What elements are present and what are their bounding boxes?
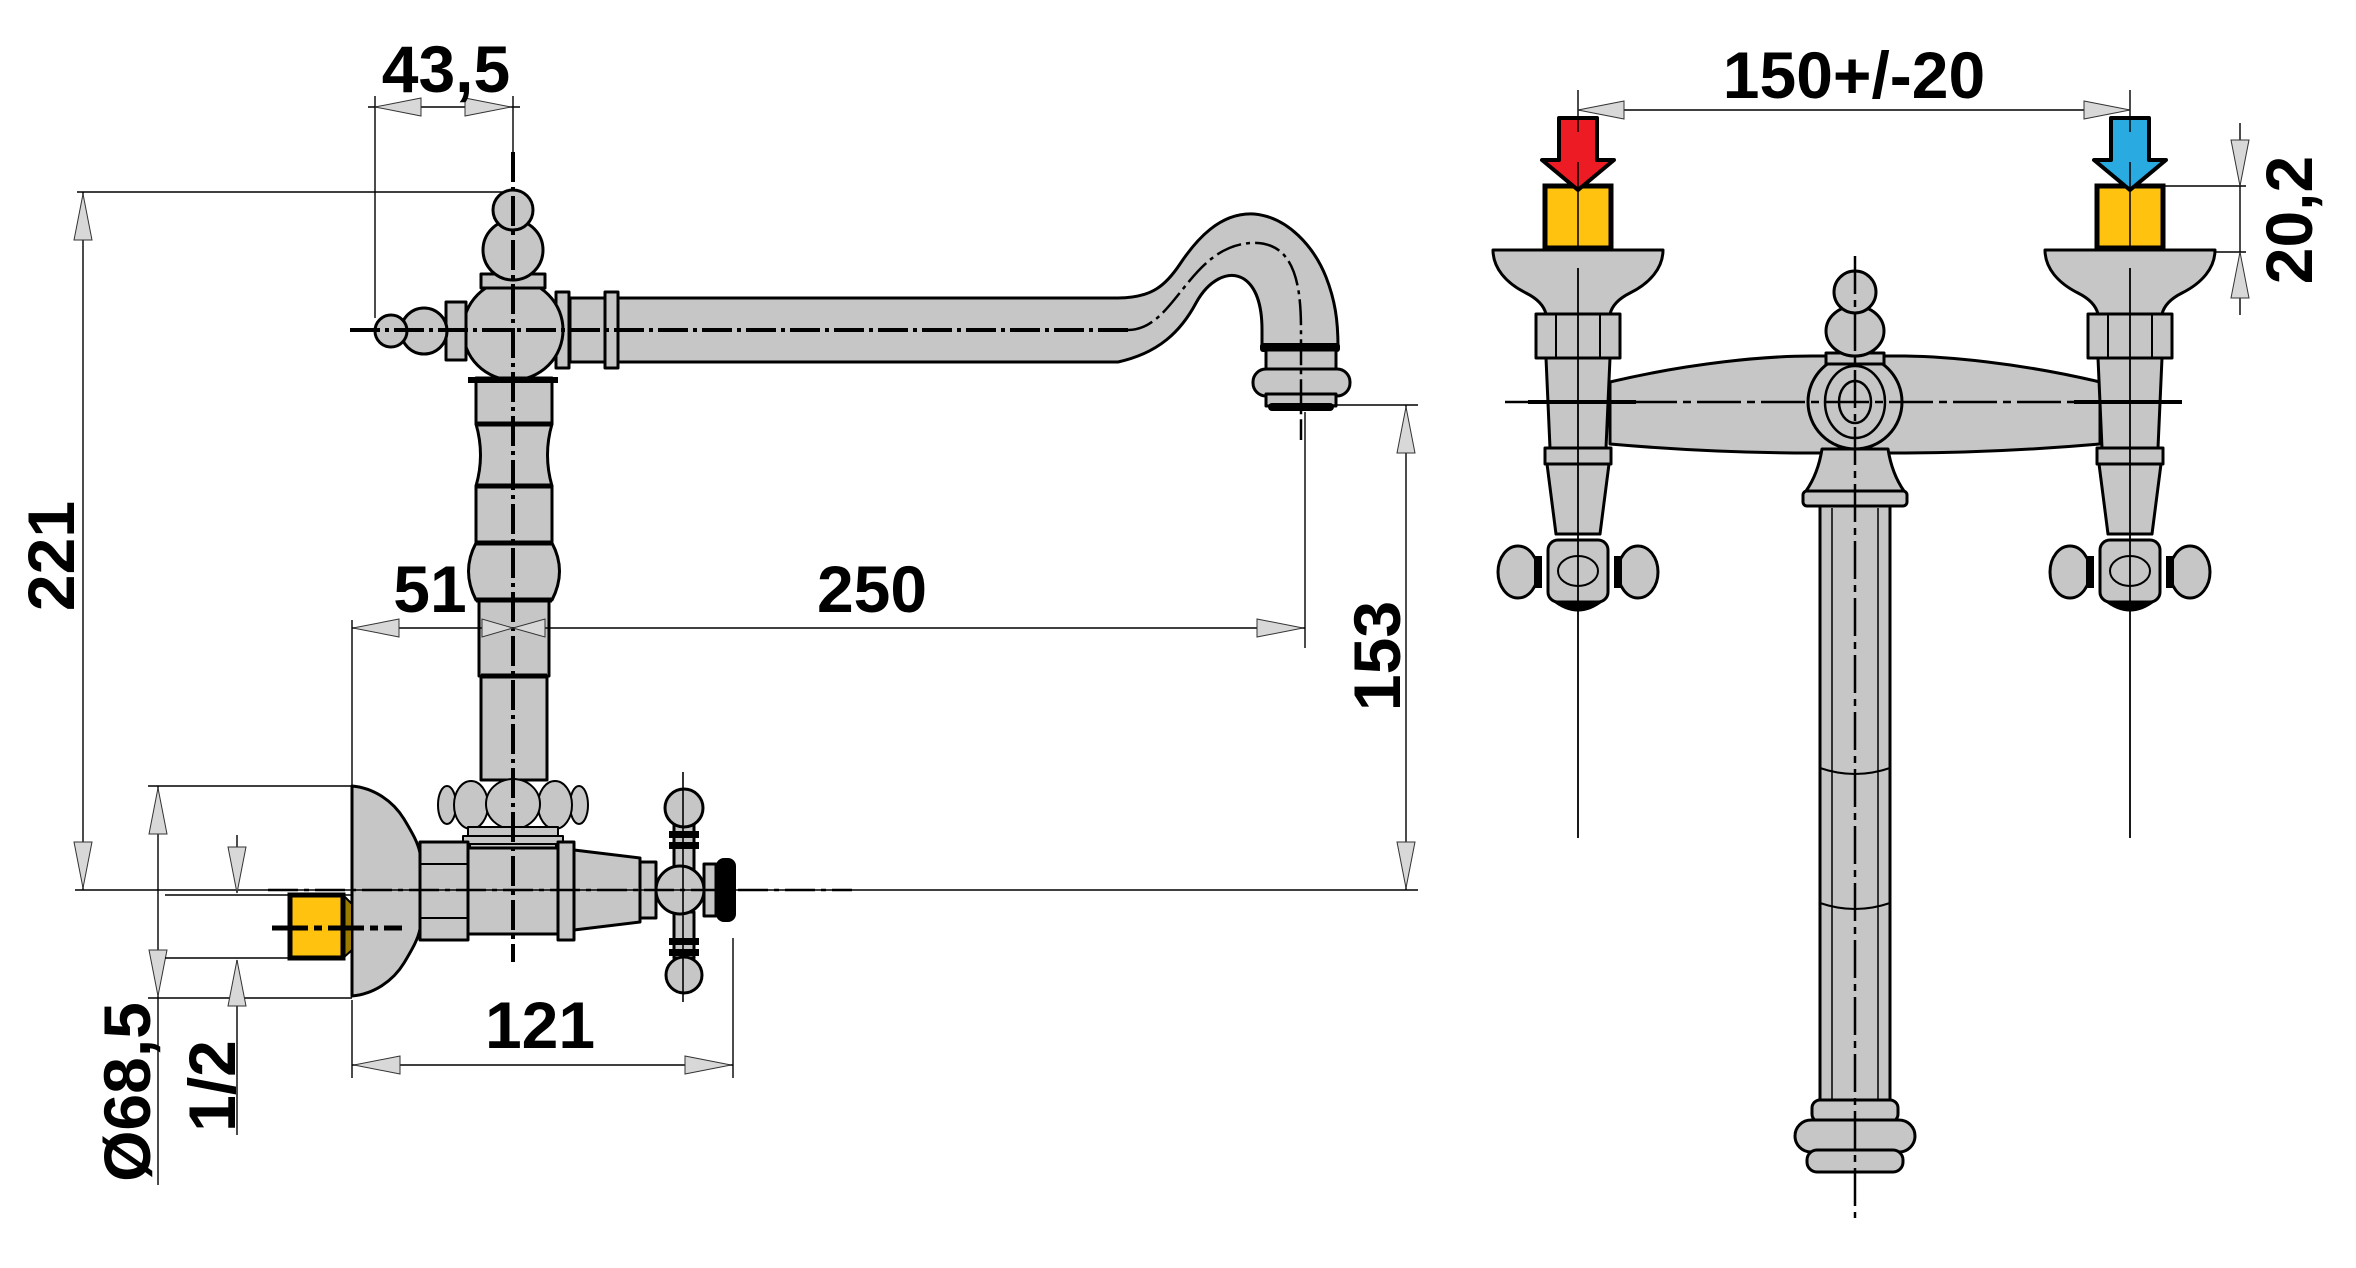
dim-label-inlet-spacing: 150+/-20: [1723, 38, 1985, 112]
dimensions-front: 150+/-20 20,2: [1577, 38, 2326, 315]
dim-label-spout-reach: 250: [817, 552, 927, 626]
dim-label-flange-diameter: Ø68,5: [90, 1002, 164, 1182]
dim-label-thread-size: 1/2: [175, 1040, 249, 1132]
spout-pipe: [568, 212, 1340, 364]
centerlines-front: [1505, 162, 2182, 1218]
hot-water-arrow-icon: [1540, 116, 1616, 192]
dim-label-center-offset: 51: [393, 552, 466, 626]
handle-ball-top: [663, 787, 705, 829]
dim-label-top-offset: 43,5: [382, 32, 510, 106]
cold-water-arrow-icon: [2092, 116, 2168, 192]
dim-top-offset: 43,5: [368, 32, 520, 318]
dim-thread-size: 1/2: [165, 835, 352, 1135]
handle-ball-bottom: [664, 955, 704, 995]
dim-spout-reach: 250: [511, 412, 1306, 648]
dim-label-spout-drop: 153: [1340, 601, 1414, 711]
dim-inlet-spacing: 150+/-20: [1577, 38, 2131, 132]
dim-overall-height: 221: [14, 191, 506, 890]
dim-label-overall-height: 221: [14, 501, 88, 611]
dim-flange-diameter: Ø68,5: [90, 785, 352, 1185]
dim-label-body-depth: 121: [485, 988, 595, 1062]
dim-square-height: 20,2: [2163, 123, 2326, 315]
dim-center-offset: 51: [351, 552, 1305, 790]
dim-label-square-height: 20,2: [2252, 156, 2326, 284]
front-view: 150+/-20 20,2: [1491, 38, 2326, 1218]
side-view: 43,5 221 51 250: [14, 32, 1418, 1185]
dimensions-side: 43,5 221 51 250: [14, 32, 1418, 1185]
dim-spout-drop: 153: [75, 404, 1418, 891]
dim-body-depth: 121: [351, 938, 734, 1078]
